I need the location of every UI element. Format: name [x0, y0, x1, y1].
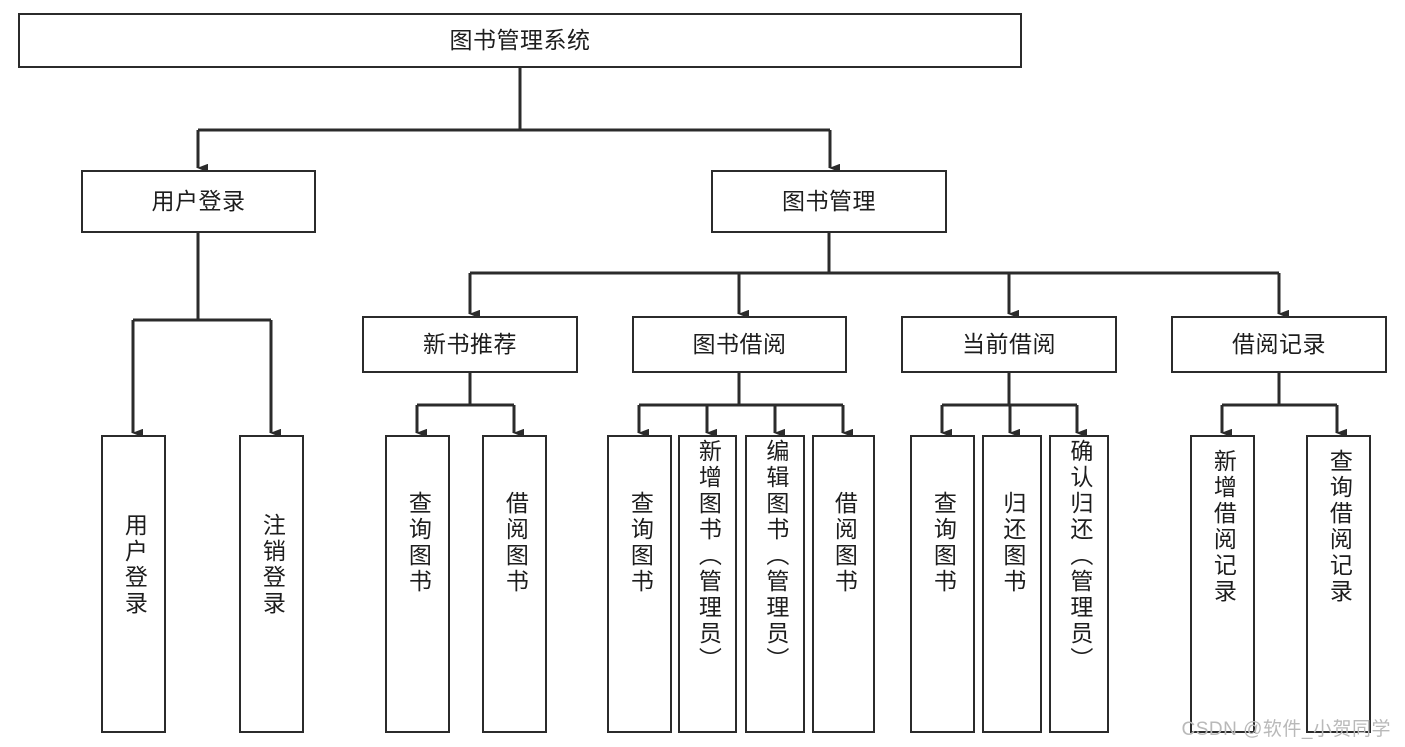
leaf-add-book-label: 新增图书（管理员） [695, 439, 722, 673]
leaf-confirm-return-label: 确认归还（管理员） [1066, 439, 1093, 673]
node-borrow-record-label: 借阅记录 [1232, 331, 1326, 358]
leaf-return-book[interactable]: 归还图书 [982, 435, 1042, 733]
leaf-query-book-1[interactable]: 查询图书 [385, 435, 450, 733]
leaf-borrow-book-1[interactable]: 借阅图书 [482, 435, 547, 733]
leaf-add-record[interactable]: 新增借阅记录 [1190, 435, 1255, 733]
node-book-borrow[interactable]: 图书借阅 [632, 316, 847, 373]
node-book-borrow-label: 图书借阅 [692, 331, 787, 358]
leaf-edit-book[interactable]: 编辑图书（管理员） [745, 435, 805, 733]
node-new-book-rec[interactable]: 新书推荐 [362, 316, 578, 373]
watermark-text: CSDN @软件_小贺同学 [1181, 719, 1391, 740]
leaf-return-book-label: 归还图书 [999, 491, 1026, 595]
node-current-borrow-label: 当前借阅 [962, 331, 1056, 358]
node-root-label: 图书管理系统 [449, 27, 591, 54]
node-current-borrow[interactable]: 当前借阅 [901, 316, 1117, 373]
leaf-borrow-book-1-label: 借阅图书 [502, 491, 529, 595]
node-book-manage[interactable]: 图书管理 [711, 170, 947, 233]
node-book-manage-label: 图书管理 [782, 188, 876, 215]
node-root[interactable]: 图书管理系统 [18, 13, 1022, 68]
leaf-user-logout[interactable]: 注销登录 [239, 435, 304, 733]
leaf-borrow-book-2[interactable]: 借阅图书 [812, 435, 875, 733]
leaf-query-book-2-label: 查询图书 [627, 491, 654, 595]
leaf-query-book-3-label: 查询图书 [930, 491, 957, 595]
leaf-user-login-label: 用户登录 [121, 513, 148, 617]
node-user-login[interactable]: 用户登录 [81, 170, 316, 233]
leaf-edit-book-label: 编辑图书（管理员） [762, 439, 789, 673]
node-borrow-record[interactable]: 借阅记录 [1171, 316, 1387, 373]
leaf-borrow-book-2-label: 借阅图书 [831, 491, 858, 595]
node-new-book-rec-label: 新书推荐 [423, 331, 517, 358]
leaf-query-record-label: 查询借阅记录 [1326, 449, 1353, 605]
leaf-query-book-3[interactable]: 查询图书 [910, 435, 975, 733]
leaf-user-logout-label: 注销登录 [259, 513, 286, 617]
leaf-user-login[interactable]: 用户登录 [101, 435, 166, 733]
node-user-login-label: 用户登录 [151, 188, 246, 215]
leaf-query-book-2[interactable]: 查询图书 [607, 435, 672, 733]
leaf-add-book[interactable]: 新增图书（管理员） [678, 435, 737, 733]
leaf-query-book-1-label: 查询图书 [405, 491, 432, 595]
leaf-query-record[interactable]: 查询借阅记录 [1306, 435, 1371, 733]
leaf-add-record-label: 新增借阅记录 [1210, 449, 1237, 605]
leaf-confirm-return[interactable]: 确认归还（管理员） [1049, 435, 1109, 733]
